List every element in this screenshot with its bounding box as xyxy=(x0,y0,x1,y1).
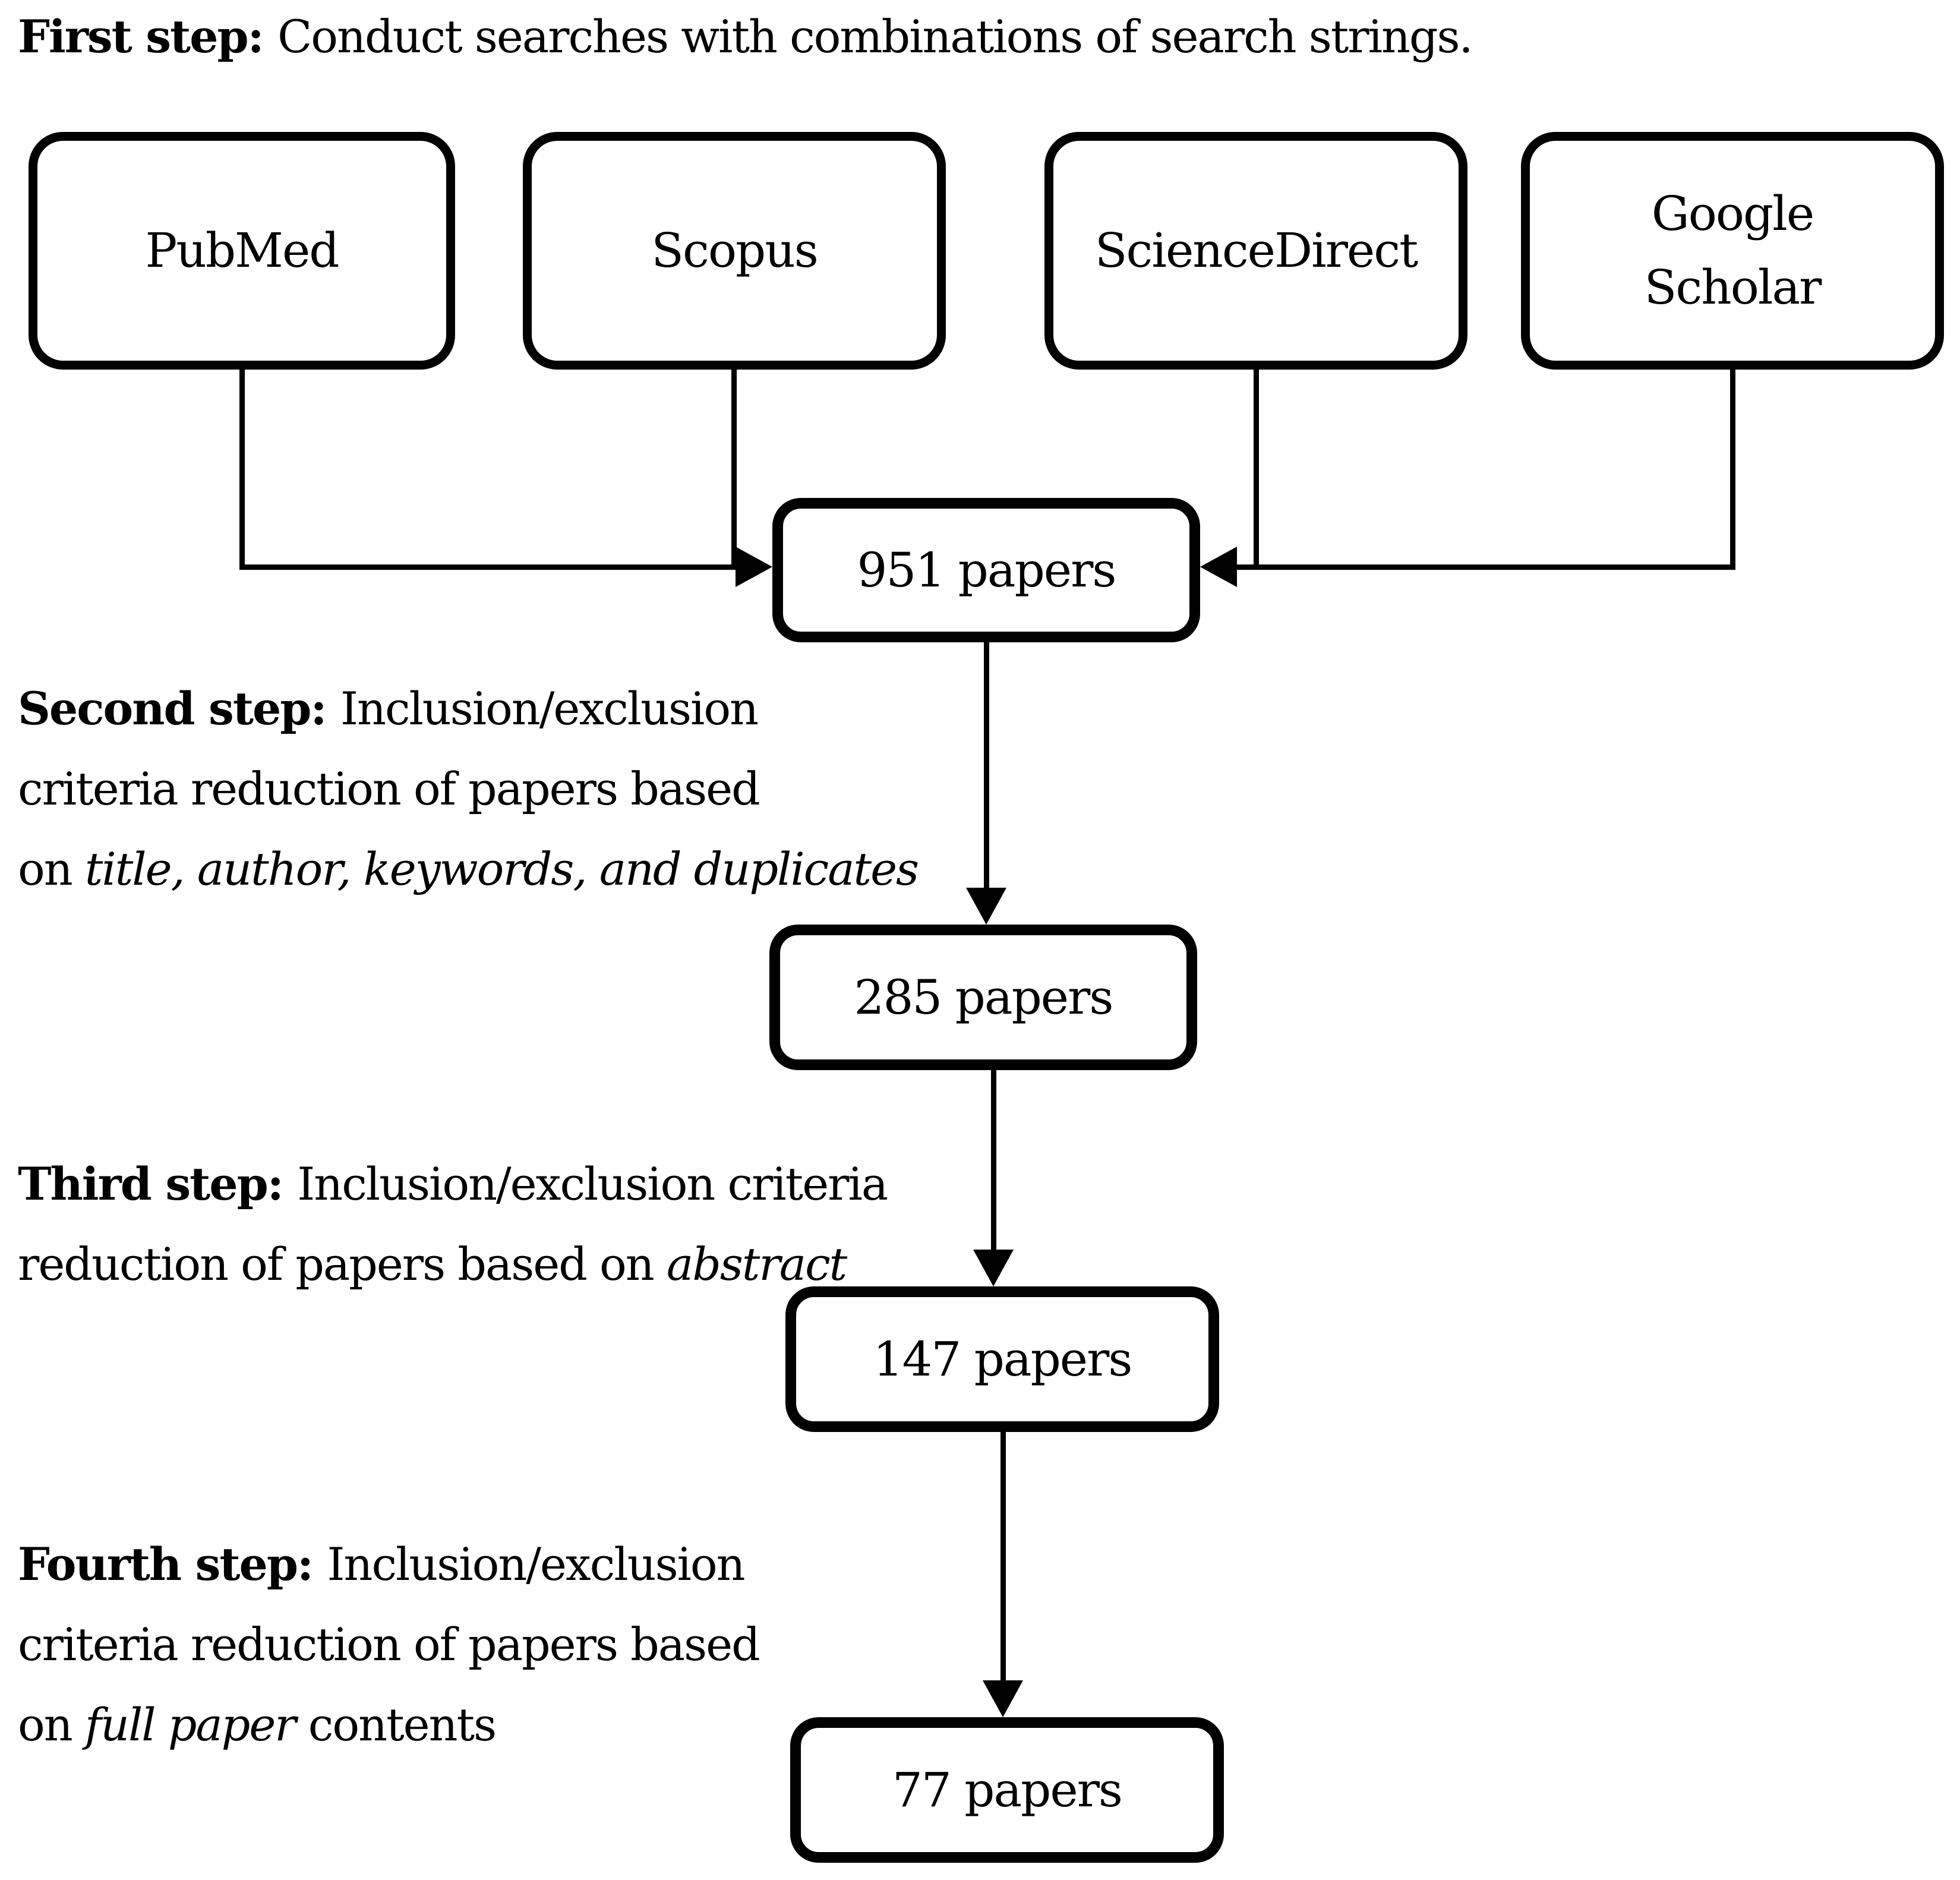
caption-line: criteria reduction of papers based xyxy=(18,762,760,815)
stage-label-285-papers: 285 papers xyxy=(854,969,1114,1025)
connector-line-147-to-77 xyxy=(1000,1431,1006,1687)
stage-box-147-papers: 147 papers xyxy=(785,1286,1219,1432)
database-box-google-scholar: Google Scholar xyxy=(1521,132,1944,370)
stage-label-951-papers: 951 papers xyxy=(857,542,1117,598)
caption-line: on title, author, keywords, and duplicat… xyxy=(18,843,919,895)
arrowhead-right-icon xyxy=(736,547,772,587)
caption-line: Second step: Inclusion/exclusion xyxy=(18,682,759,735)
caption-line: Third step: Inclusion/exclusion criteria xyxy=(18,1157,888,1210)
arrowhead-down-icon xyxy=(983,1680,1023,1717)
arrowhead-down-icon xyxy=(966,888,1006,925)
fourth-step-caption: Fourth step: Inclusion/exclusion criteria… xyxy=(18,1524,760,1765)
connector-line-sciencedirect xyxy=(1254,368,1259,570)
caption-line: criteria reduction of papers based xyxy=(18,1618,760,1671)
database-label-scopus: Scopus xyxy=(651,223,819,278)
connector-line-scopus xyxy=(731,368,737,570)
connector-line-285-to-147 xyxy=(991,1068,996,1257)
database-box-scopus: Scopus xyxy=(523,132,946,370)
third-step-caption: Third step: Inclusion/exclusion criteria… xyxy=(18,1144,888,1304)
database-label-sciencedirect: ScienceDirect xyxy=(1094,223,1418,278)
stage-box-77-papers: 77 papers xyxy=(790,1717,1224,1863)
database-box-sciencedirect: ScienceDirect xyxy=(1044,132,1467,370)
stage-box-951-papers: 951 papers xyxy=(772,498,1200,642)
caption-line: on full paper contents xyxy=(18,1698,497,1751)
stage-label-77-papers: 77 papers xyxy=(892,1762,1123,1818)
database-label-pubmed: PubMed xyxy=(145,223,339,278)
arrowhead-down-icon xyxy=(973,1250,1014,1286)
connector-line-pubmed xyxy=(239,368,245,570)
connector-line-google-scholar xyxy=(1730,368,1735,570)
caption-line: Fourth step: Inclusion/exclusion xyxy=(18,1538,746,1591)
connector-line-951-to-285 xyxy=(984,641,989,896)
second-step-caption: Second step: Inclusion/exclusion criteria… xyxy=(18,668,919,909)
caption-line: reduction of papers based on abstract xyxy=(18,1238,847,1291)
first-step-caption: First step: Conduct searches with combin… xyxy=(18,4,1473,70)
connector-line-right-merge xyxy=(1235,564,1735,570)
database-box-pubmed: PubMed xyxy=(29,132,455,370)
database-label-google-scholar: Google Scholar xyxy=(1644,186,1822,315)
stage-box-285-papers: 285 papers xyxy=(769,925,1197,1070)
arrowhead-left-icon xyxy=(1200,547,1237,587)
connector-line-left-merge xyxy=(239,564,738,570)
stage-label-147-papers: 147 papers xyxy=(873,1331,1133,1387)
caption-line: First step: Conduct searches with combin… xyxy=(18,10,1473,63)
